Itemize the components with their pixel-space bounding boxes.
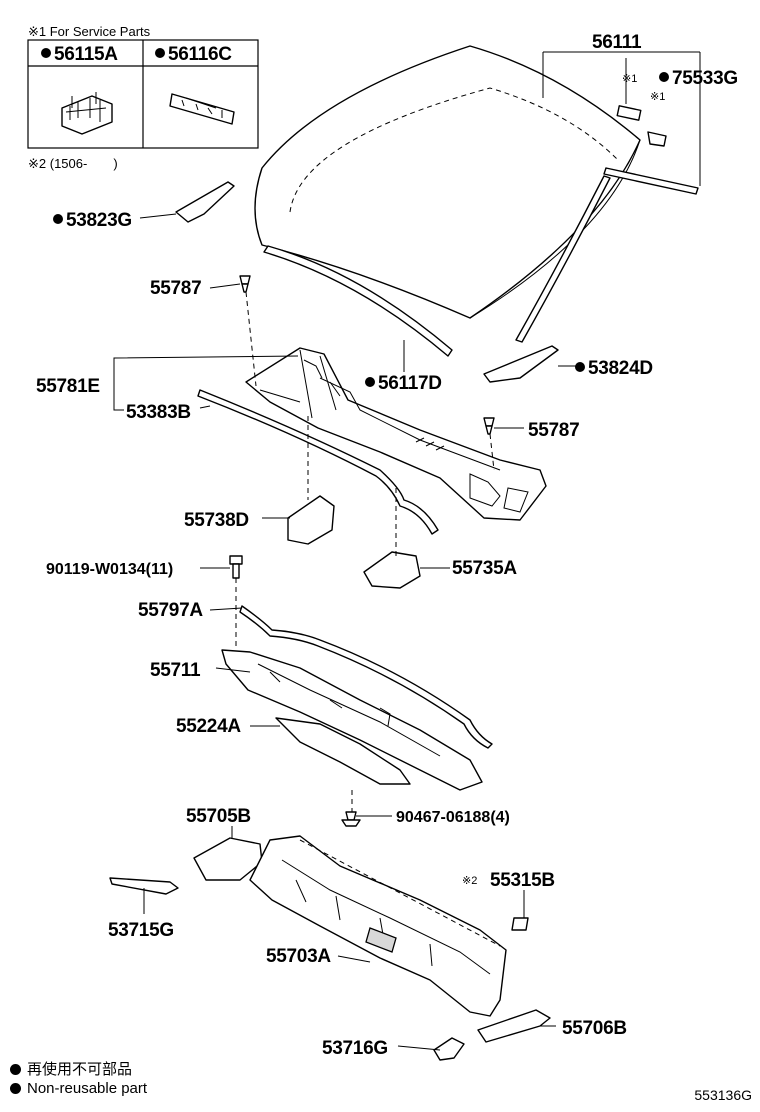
- mark-1-label: ※1: [622, 73, 637, 85]
- part-label-53716G: 53716G: [322, 1038, 388, 1059]
- service-parts-header: ※1 For Service Parts: [28, 24, 151, 39]
- non-reusable-dot: [155, 48, 165, 58]
- bracket-53715G-drawing: [109, 877, 179, 895]
- stopper-75533G-drawing: [616, 105, 667, 147]
- clip-56116C-drawing: [169, 93, 235, 125]
- part-label-55705B: 55705B: [186, 806, 251, 827]
- part-labels: 56111 ※1 75533G ※1 53823G 55787 55781E 5…: [36, 32, 738, 1059]
- part-label-56116C: 56116C: [168, 44, 232, 65]
- part-label-53824D: 53824D: [588, 358, 653, 379]
- leader-lines: [113, 51, 701, 1051]
- cowl-louver-55781E-drawing: [245, 347, 547, 521]
- non-reusable-dot: [53, 214, 63, 224]
- part-label-55703A: 55703A: [266, 946, 331, 967]
- non-reusable-dot: [365, 377, 375, 387]
- bracket-55735A-drawing: [363, 551, 421, 589]
- part-label-90119-W0134: 90119-W0134(11): [46, 561, 173, 578]
- bracket-55738D-drawing: [287, 495, 335, 545]
- mark-1-label: ※1: [650, 91, 665, 103]
- seal-53383B-drawing: [197, 389, 439, 535]
- part-label-55781E: 55781E: [36, 376, 100, 397]
- non-reusable-dot: [575, 362, 585, 372]
- part-label-53715G: 53715G: [108, 920, 174, 941]
- part-label-55706B: 55706B: [562, 1018, 627, 1039]
- wire-55797A-drawing: [239, 605, 493, 749]
- part-label-53383B: 53383B: [126, 402, 191, 423]
- bracket-53823G-drawing: [175, 181, 235, 223]
- legend-en-text: Non-reusable part: [27, 1080, 148, 1097]
- non-reusable-dot: [10, 1083, 21, 1094]
- part-label-55787-upper: 55787: [150, 278, 201, 299]
- bracket-53716G-drawing: [433, 1037, 465, 1061]
- clip-55787-lower: [483, 417, 495, 435]
- legend-jp-text: 再使用不可部品: [27, 1061, 133, 1078]
- insulator-55224A-drawing: [275, 717, 411, 785]
- legend-jp: 再使用不可部品: [10, 1058, 132, 1079]
- windshield-molding-56117D: [263, 245, 453, 357]
- bracket-53824D-drawing: [483, 345, 559, 383]
- part-label-55224A: 55224A: [176, 716, 241, 737]
- non-reusable-dot: [10, 1064, 21, 1075]
- part-label-56111: 56111: [592, 32, 642, 53]
- part-label-56115A: 56115A: [54, 44, 118, 65]
- mark-2-label: ※2: [462, 875, 477, 887]
- part-label-55315B: 55315B: [490, 870, 555, 891]
- clip-90467-drawing: [341, 811, 361, 827]
- part-label-55787-lower: 55787: [528, 420, 579, 441]
- part-label-90467-06188: 90467-06188(4): [396, 809, 510, 826]
- non-reusable-dot: [41, 48, 51, 58]
- part-label-55711: 55711: [150, 660, 201, 681]
- note-2-range: ※2 (1506- ): [28, 156, 118, 171]
- part-label-55738D: 55738D: [184, 510, 249, 531]
- dash-panel-55703A-drawing: [249, 835, 507, 1017]
- legend-en: Non-reusable part: [10, 1080, 147, 1097]
- side-molding-strip: [515, 175, 611, 343]
- bolt-90119-drawing: [229, 555, 243, 579]
- clip-55787-upper: [239, 275, 251, 293]
- service-parts-box: ※1 For Service Parts 56115A 56116C: [27, 24, 259, 149]
- cowl-panel-55711-drawing: [221, 649, 483, 791]
- windshield-glass-drawing: [254, 45, 641, 319]
- part-label-55735A: 55735A: [452, 558, 517, 579]
- part-label-75533G: 75533G: [672, 68, 738, 89]
- part-label-56117D: 56117D: [378, 373, 442, 394]
- non-reusable-dot: [659, 72, 669, 82]
- part-label-55797A: 55797A: [138, 600, 203, 621]
- bracket-55706B-drawing: [477, 1009, 551, 1043]
- bracket-55705B-drawing: [193, 837, 263, 881]
- diagram-code: 553136G: [694, 1087, 752, 1103]
- upper-molding-strip: [603, 167, 699, 195]
- part-55315B-drawing: [511, 917, 529, 931]
- clip-56115A-drawing: [61, 92, 113, 135]
- part-label-53823G: 53823G: [66, 210, 132, 231]
